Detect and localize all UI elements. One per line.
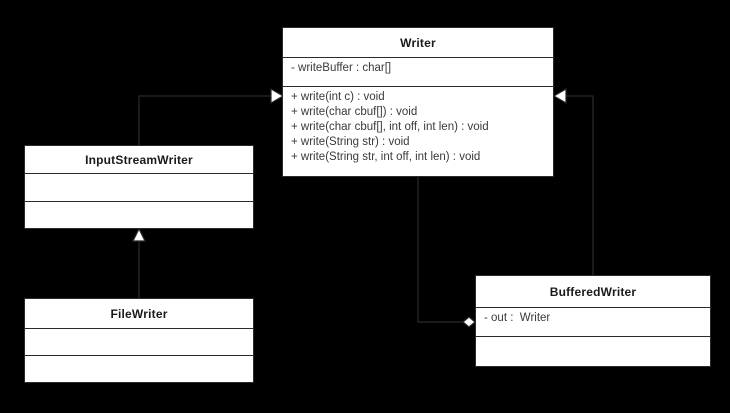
class-name-filewriter: FileWriter [25, 299, 253, 329]
class-name-writer: Writer [283, 28, 553, 58]
class-box-writer[interactable]: Writer - writeBuffer : char[] + write(in… [282, 27, 554, 177]
operation: + write(int c) : void [291, 91, 385, 103]
hollow-diamond-arrowhead [462, 316, 476, 328]
hollow-triangle-arrowhead [132, 227, 146, 242]
relationship-generalization-filewriter-inputstreamwriter[interactable] [132, 227, 146, 298]
class-name-inputstreamwriter: InputStreamWriter [25, 146, 253, 174]
class-box-bufferedwriter[interactable]: BufferedWriter - out : Writer [475, 275, 711, 367]
class-operations-inputstreamwriter [25, 202, 253, 228]
operation: + write(String str) : void [291, 136, 410, 148]
class-box-filewriter[interactable]: FileWriter [24, 298, 254, 383]
class-attributes-filewriter [25, 329, 253, 356]
attribute: - writeBuffer : char[] [291, 62, 392, 74]
relationship-generalization-inputstreamwriter-writer[interactable] [138, 87, 285, 145]
class-name-bufferedwriter: BufferedWriter [476, 276, 710, 308]
operation: + write(String str, int off, int len) : … [291, 151, 481, 163]
attribute: - out : Writer [484, 312, 551, 324]
relationship-aggregation-bufferedwriter-writer[interactable] [417, 177, 476, 328]
hollow-triangle-arrowhead [552, 87, 567, 105]
class-box-inputstreamwriter[interactable]: InputStreamWriter [24, 145, 254, 229]
class-operations-filewriter [25, 356, 253, 382]
class-operations-bufferedwriter [476, 337, 710, 366]
hollow-triangle-arrowhead [270, 87, 285, 105]
class-attributes-inputstreamwriter [25, 174, 253, 202]
class-operations-writer: + write(int c) : void + write(char cbuf[… [283, 87, 553, 176]
operation: + write(char cbuf[], int off, int len) :… [291, 121, 489, 133]
class-attributes-writer: - writeBuffer : char[] [283, 58, 553, 87]
operation: + write(char cbuf[]) : void [291, 106, 418, 118]
relationship-generalization-bufferedwriter-writer[interactable] [552, 87, 594, 275]
class-attributes-bufferedwriter: - out : Writer [476, 308, 710, 337]
